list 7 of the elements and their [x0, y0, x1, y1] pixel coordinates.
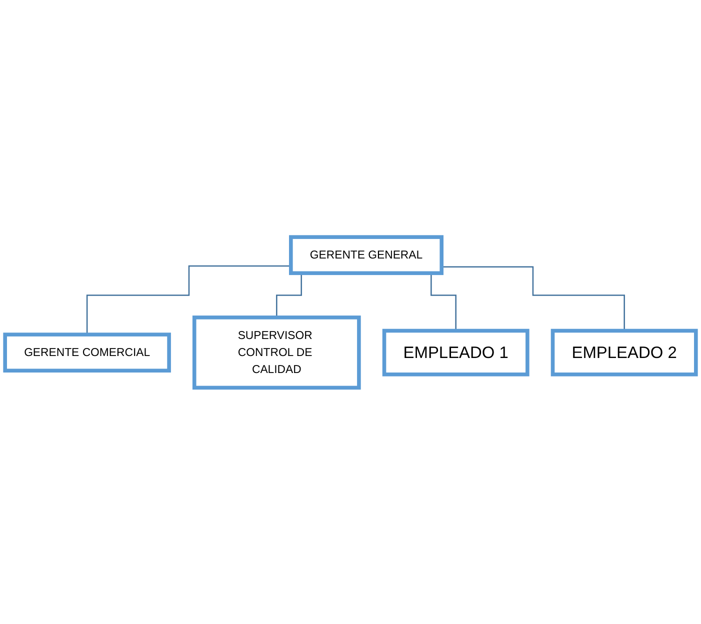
connector — [86, 264, 291, 335]
node-box: EMPLEADO 2 — [550, 328, 698, 376]
node-box: GERENTE COMERCIAL — [3, 332, 171, 372]
node-box: EMPLEADO 1 — [382, 328, 530, 376]
node-box: SUPERVISOR CONTROL DE CALIDAD — [192, 315, 361, 390]
node-box: GERENTE GENERAL — [289, 234, 444, 275]
connector — [442, 266, 625, 331]
